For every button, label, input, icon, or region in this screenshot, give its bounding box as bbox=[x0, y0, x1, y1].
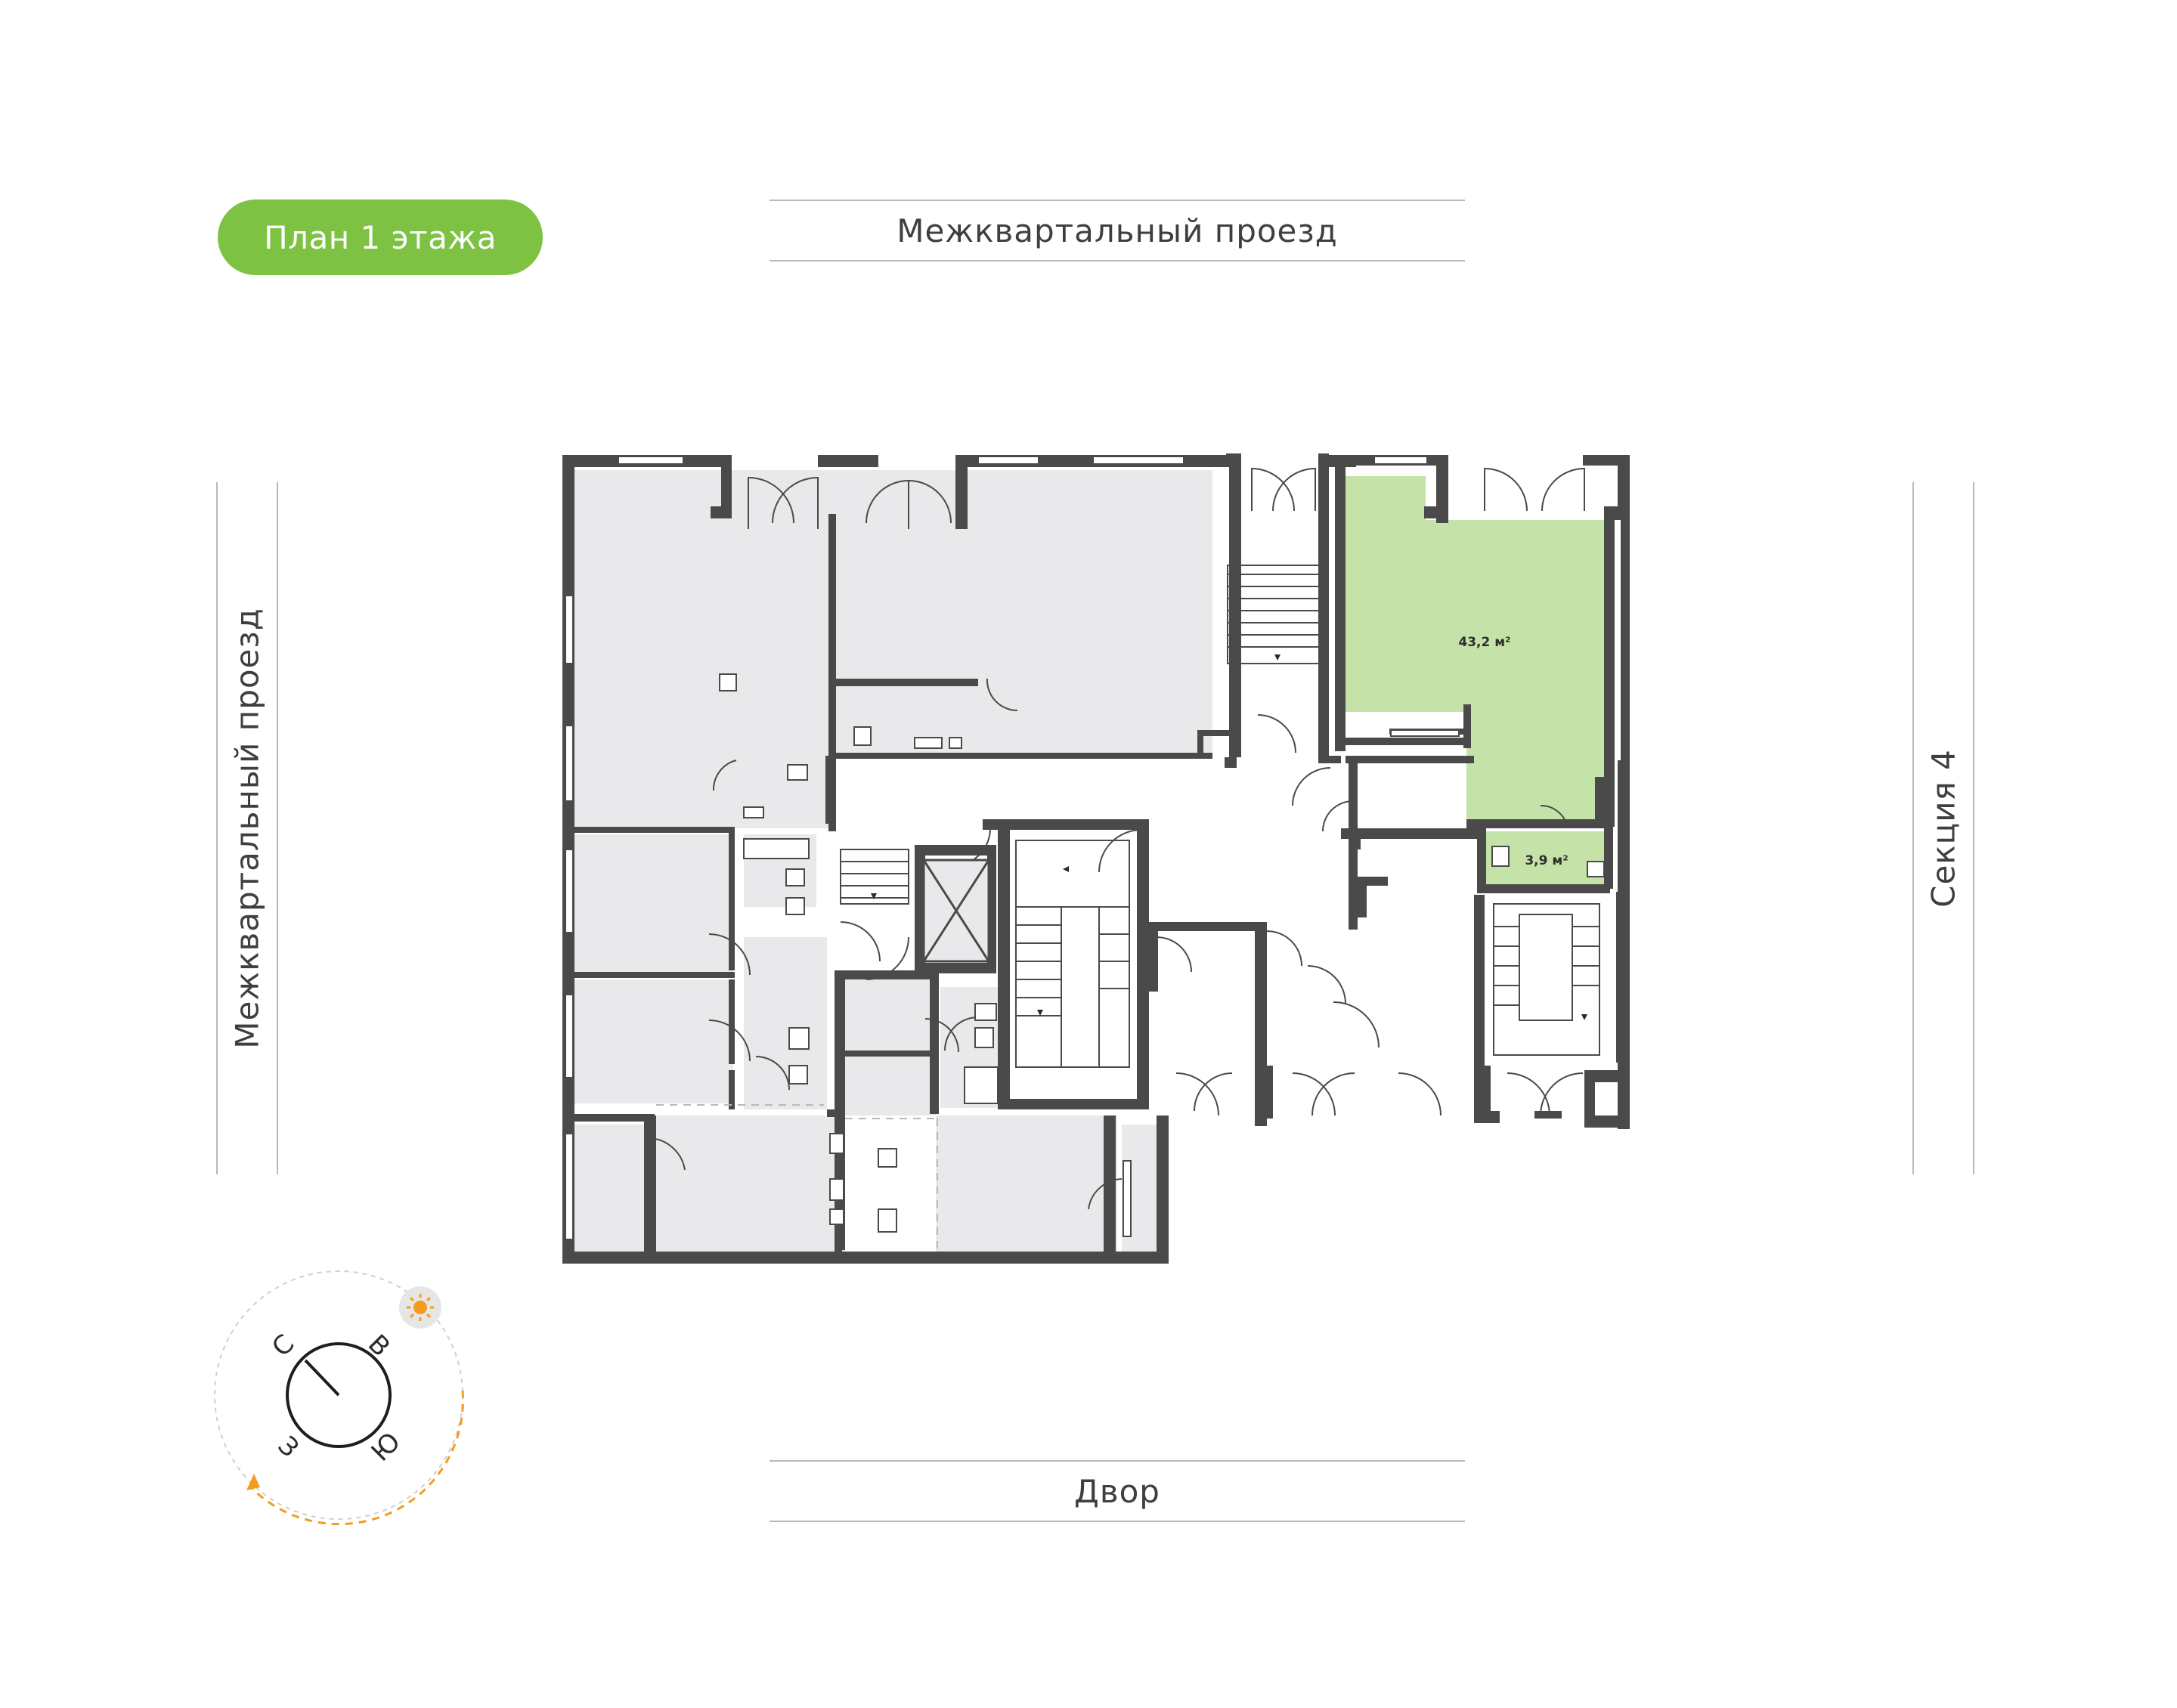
compass-needle bbox=[304, 1359, 340, 1397]
elevator bbox=[922, 859, 990, 963]
doors bbox=[649, 467, 1585, 1210]
sun-path-arrow bbox=[248, 1390, 464, 1526]
sun-icon bbox=[399, 1286, 441, 1329]
street-top: Межквартальный проезд bbox=[770, 200, 1465, 261]
street-right: Секция 4 bbox=[1912, 482, 1974, 1174]
compass: С В Ю З bbox=[214, 1270, 464, 1526]
walls bbox=[562, 453, 1630, 1264]
stairs bbox=[840, 565, 1600, 1068]
sun-path-arrowhead bbox=[246, 1474, 260, 1490]
unit-area-main: 43,2 м² bbox=[1458, 635, 1510, 650]
fixtures bbox=[719, 673, 1605, 1233]
floor-plan-badge: План 1 этажа bbox=[218, 200, 543, 275]
direction-arrows bbox=[871, 654, 1587, 1020]
street-bottom: Двор bbox=[770, 1460, 1465, 1522]
street-bottom-label: Двор bbox=[1074, 1472, 1160, 1510]
street-left: Межквартальный проезд bbox=[216, 482, 278, 1174]
highlighted-unit bbox=[1344, 476, 1604, 886]
compass-north: С bbox=[266, 1329, 300, 1363]
street-top-label: Межквартальный проезд bbox=[897, 212, 1338, 249]
compass-west: З bbox=[271, 1431, 305, 1464]
unit-area-bathroom: 3,9 м² bbox=[1525, 853, 1568, 868]
dashed-lines bbox=[656, 1104, 938, 1252]
windows bbox=[565, 456, 1428, 1240]
